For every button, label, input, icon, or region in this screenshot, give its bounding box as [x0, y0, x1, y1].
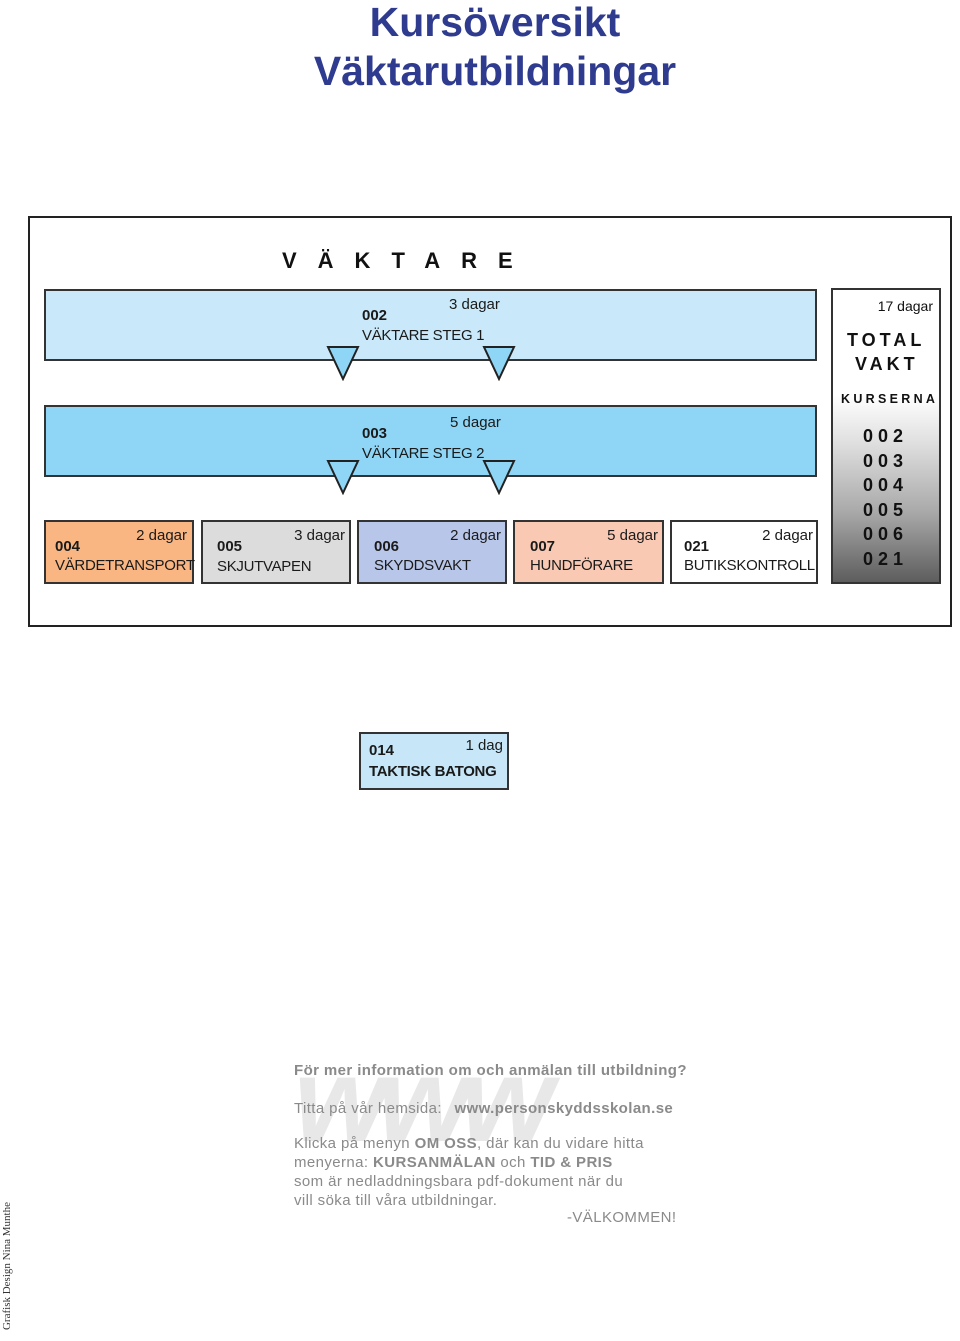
total-label: KURSERNA	[841, 392, 939, 406]
footer-text: och	[495, 1154, 531, 1171]
total-code: 006	[863, 524, 909, 544]
course-code: 004	[55, 538, 81, 555]
course-name: BUTIKSKONTROLL	[684, 557, 815, 574]
course-days: 2 dagar	[136, 527, 187, 544]
course-days: 2 dagar	[762, 527, 813, 544]
course-days: 2 dagar	[450, 527, 501, 544]
course-code: 003	[362, 425, 388, 442]
footer-line4: vill söka till våra utbildningar.	[294, 1192, 498, 1209]
course-name: VÄKTARE STEG 1	[362, 327, 485, 344]
footer-welcome: -VÄLKOMMEN!	[567, 1209, 677, 1226]
arrow-down-icon	[482, 346, 516, 381]
course-name: TAKTISK BATONG	[369, 763, 497, 780]
menu-tid-pris: TID & PRIS	[530, 1154, 613, 1171]
course-name: VÄRDETRANSPORT	[55, 557, 195, 574]
page-title: Kursöversikt	[369, 0, 621, 45]
course-007-box: 007 HUNDFÖRARE 5 dagar	[513, 520, 664, 584]
total-code: 005	[863, 500, 909, 520]
course-code: 006	[374, 538, 400, 555]
design-credit: Grafisk Design Nina Munthe	[1, 1202, 13, 1331]
course-code: 005	[217, 538, 243, 555]
course-days: 3 dagar	[294, 527, 345, 544]
arrow-down-icon	[326, 346, 360, 381]
course-005-box: 005 SKJUTVAPEN 3 dagar	[201, 520, 351, 584]
footer-text: menyerna:	[294, 1154, 374, 1171]
www-watermark: www	[294, 1033, 554, 1167]
arrow-down-icon	[326, 460, 360, 495]
course-name: SKYDDSVAKT	[374, 557, 471, 574]
course-004-box: 004 VÄRDETRANSPORT 2 dagar	[44, 520, 195, 584]
total-days: 17 dagar	[877, 298, 933, 314]
visit-prefix: Titta på vår hemsida:	[294, 1100, 442, 1117]
course-days: 3 dagar	[449, 296, 500, 313]
section-heading: VÄKTARE	[282, 248, 534, 273]
footer-text: Klicka på menyn	[294, 1135, 415, 1152]
menu-kursanmalan: KURSANMÄLAN	[373, 1154, 496, 1171]
footer-question: För mer information om och anmälan till …	[294, 1062, 687, 1079]
footer-text: , där kan du vidare hitta	[477, 1135, 644, 1152]
footer-visit: Titta på vår hemsida: www.personskyddssk…	[294, 1100, 673, 1117]
website-link[interactable]: www.personskyddsskolan.se	[454, 1100, 674, 1117]
total-line2: VAKT	[855, 354, 919, 374]
footer-line2: menyerna: KURSANMÄLAN och TID & PRIS	[294, 1154, 613, 1171]
total-line1: TOTAL	[847, 330, 926, 350]
course-006-box: 006 SKYDDSVAKT 2 dagar	[357, 520, 507, 584]
total-code: 003	[863, 451, 909, 471]
course-frame	[28, 216, 952, 627]
course-name: SKJUTVAPEN	[217, 558, 312, 575]
total-code: 004	[863, 475, 909, 495]
course-days: 1 dag	[465, 737, 503, 754]
course-code: 007	[530, 538, 556, 555]
page-subtitle: Väktarutbildningar	[313, 48, 677, 94]
course-014-box: 014 TAKTISK BATONG 1 dag	[359, 732, 509, 790]
course-days: 5 dagar	[450, 414, 501, 431]
total-code: 002	[863, 426, 909, 446]
course-021-box: 021 BUTIKSKONTROLL 2 dagar	[670, 520, 818, 584]
arrow-down-icon	[482, 460, 516, 495]
course-code: 021	[684, 538, 710, 555]
course-003-bar: 003 VÄKTARE STEG 2 5 dagar	[44, 405, 817, 477]
course-name: VÄKTARE STEG 2	[362, 445, 485, 462]
total-vakt-panel: 17 dagar TOTAL VAKT KURSERNA 002 003 004…	[831, 288, 941, 584]
footer-line3: som är nedladdningsbara pdf-dokument när…	[294, 1173, 624, 1190]
course-code: 002	[362, 307, 388, 324]
total-code: 021	[863, 549, 909, 569]
course-days: 5 dagar	[607, 527, 658, 544]
footer-line1: Klicka på menyn OM OSS, där kan du vidar…	[294, 1135, 644, 1152]
course-name: HUNDFÖRARE	[530, 557, 633, 574]
course-code: 014	[369, 742, 395, 759]
menu-om-oss: OM OSS	[414, 1135, 478, 1152]
course-002-bar: 002 VÄKTARE STEG 1 3 dagar	[44, 289, 817, 361]
